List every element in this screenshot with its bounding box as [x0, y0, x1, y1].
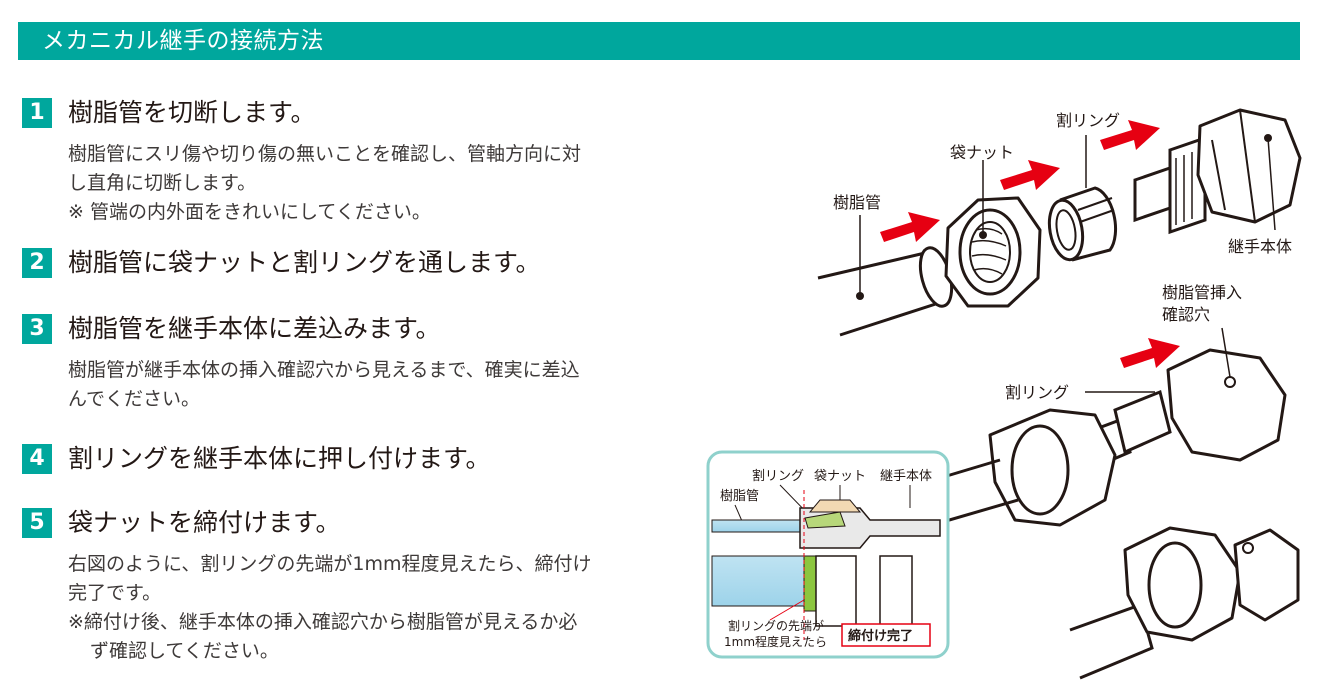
ring-label: 割リング	[1056, 111, 1120, 130]
inset-ring-label: 割リング	[752, 468, 804, 484]
body-drawing	[1133, 108, 1302, 235]
step-note: ず確認してください。	[90, 640, 279, 662]
step-desc-line: 樹脂管にスリ傷や切り傷の無いことを確認し、管軸方向に対	[68, 143, 582, 165]
nut-label: 袋ナット	[950, 143, 1014, 162]
step-desc-line: 完了です。	[68, 582, 162, 604]
hole-label-line1: 樹脂管挿入	[1162, 283, 1242, 302]
step-desc-line: 樹脂管が継手本体の挿入確認穴から見えるまで、確実に差込	[68, 359, 580, 381]
step-desc-line: んでください。	[68, 388, 201, 410]
step-number-badge: 2	[22, 248, 52, 278]
step-title: 樹脂管を継手本体に差込みます。	[68, 314, 441, 343]
step-title: 袋ナットを締付けます。	[68, 508, 341, 537]
nut-drawing	[944, 160, 1042, 308]
inset-note-line1: 割リングの先端が	[728, 618, 824, 633]
ring-label-2: 割リング	[1005, 383, 1069, 402]
step-title: 樹脂管を切断します。	[68, 98, 316, 127]
arrow-icon	[1000, 160, 1060, 190]
section-title: メカニカル継手の接続方法	[42, 28, 324, 54]
completed-view	[1069, 526, 1300, 680]
step-number-badge: 4	[22, 444, 52, 474]
cross-section-inset: 割リング 袋ナット 継手本体 樹脂管 割リングの先端が 1mm程度見えたら 締付…	[706, 450, 950, 659]
arrow-icon	[1100, 120, 1160, 150]
pipe-label: 樹脂管	[833, 193, 881, 212]
fitting-illustration: 樹脂管 袋ナット 割リング	[706, 108, 1302, 680]
inset-nut-label: 袋ナット	[814, 469, 866, 484]
step-description: 樹脂管が継手本体の挿入確認穴から見えるまで、確実に差込 んでください。	[68, 356, 668, 414]
body-label: 継手本体	[1228, 237, 1292, 256]
pipe-drawing	[817, 215, 954, 337]
inset-note-line2: 1mm程度見えたら	[724, 634, 827, 649]
step-title: 樹脂管に袋ナットと割リングを通します。	[68, 248, 541, 277]
step-number-badge: 3	[22, 314, 52, 344]
step-description: 樹脂管にスリ傷や切り傷の無いことを確認し、管軸方向に対 し直角に切断します。 ※…	[68, 140, 668, 227]
section-header: メカニカル継手の接続方法	[18, 22, 1300, 60]
arrow-icon	[1120, 338, 1180, 368]
step-number-badge: 5	[22, 508, 52, 538]
step-desc-line: し直角に切断します。	[68, 172, 257, 194]
assembled-view: 樹脂管挿入 確認穴 割リング	[899, 283, 1287, 532]
arrow-icon	[880, 212, 940, 242]
inset-pipe-label: 樹脂管	[720, 489, 759, 504]
exploded-view: 樹脂管 袋ナット 割リング	[817, 108, 1302, 337]
steps-list: 1 樹脂管を切断します。 樹脂管にスリ傷や切り傷の無いことを確認し、管軸方向に対…	[22, 0, 682, 684]
inset-complete-label: 締付け完了	[848, 628, 913, 644]
step-title: 割リングを継手本体に押し付けます。	[68, 444, 491, 473]
step-number-badge: 1	[22, 98, 52, 128]
step-note: ※締付け後、継手本体の挿入確認穴から樹脂管が見えるか必	[68, 611, 578, 633]
step-desc-line: 右図のように、割リングの先端が1mm程度見えたら、締付け	[68, 553, 592, 575]
step-description: 右図のように、割リングの先端が1mm程度見えたら、締付け 完了です。 ※締付け後…	[68, 550, 668, 666]
hole-label-line2: 確認穴	[1162, 305, 1210, 324]
step-note: ※ 管端の内外面をきれいにしてください。	[68, 201, 431, 223]
inset-body-label: 継手本体	[880, 469, 932, 484]
ring-drawing	[1047, 135, 1118, 262]
